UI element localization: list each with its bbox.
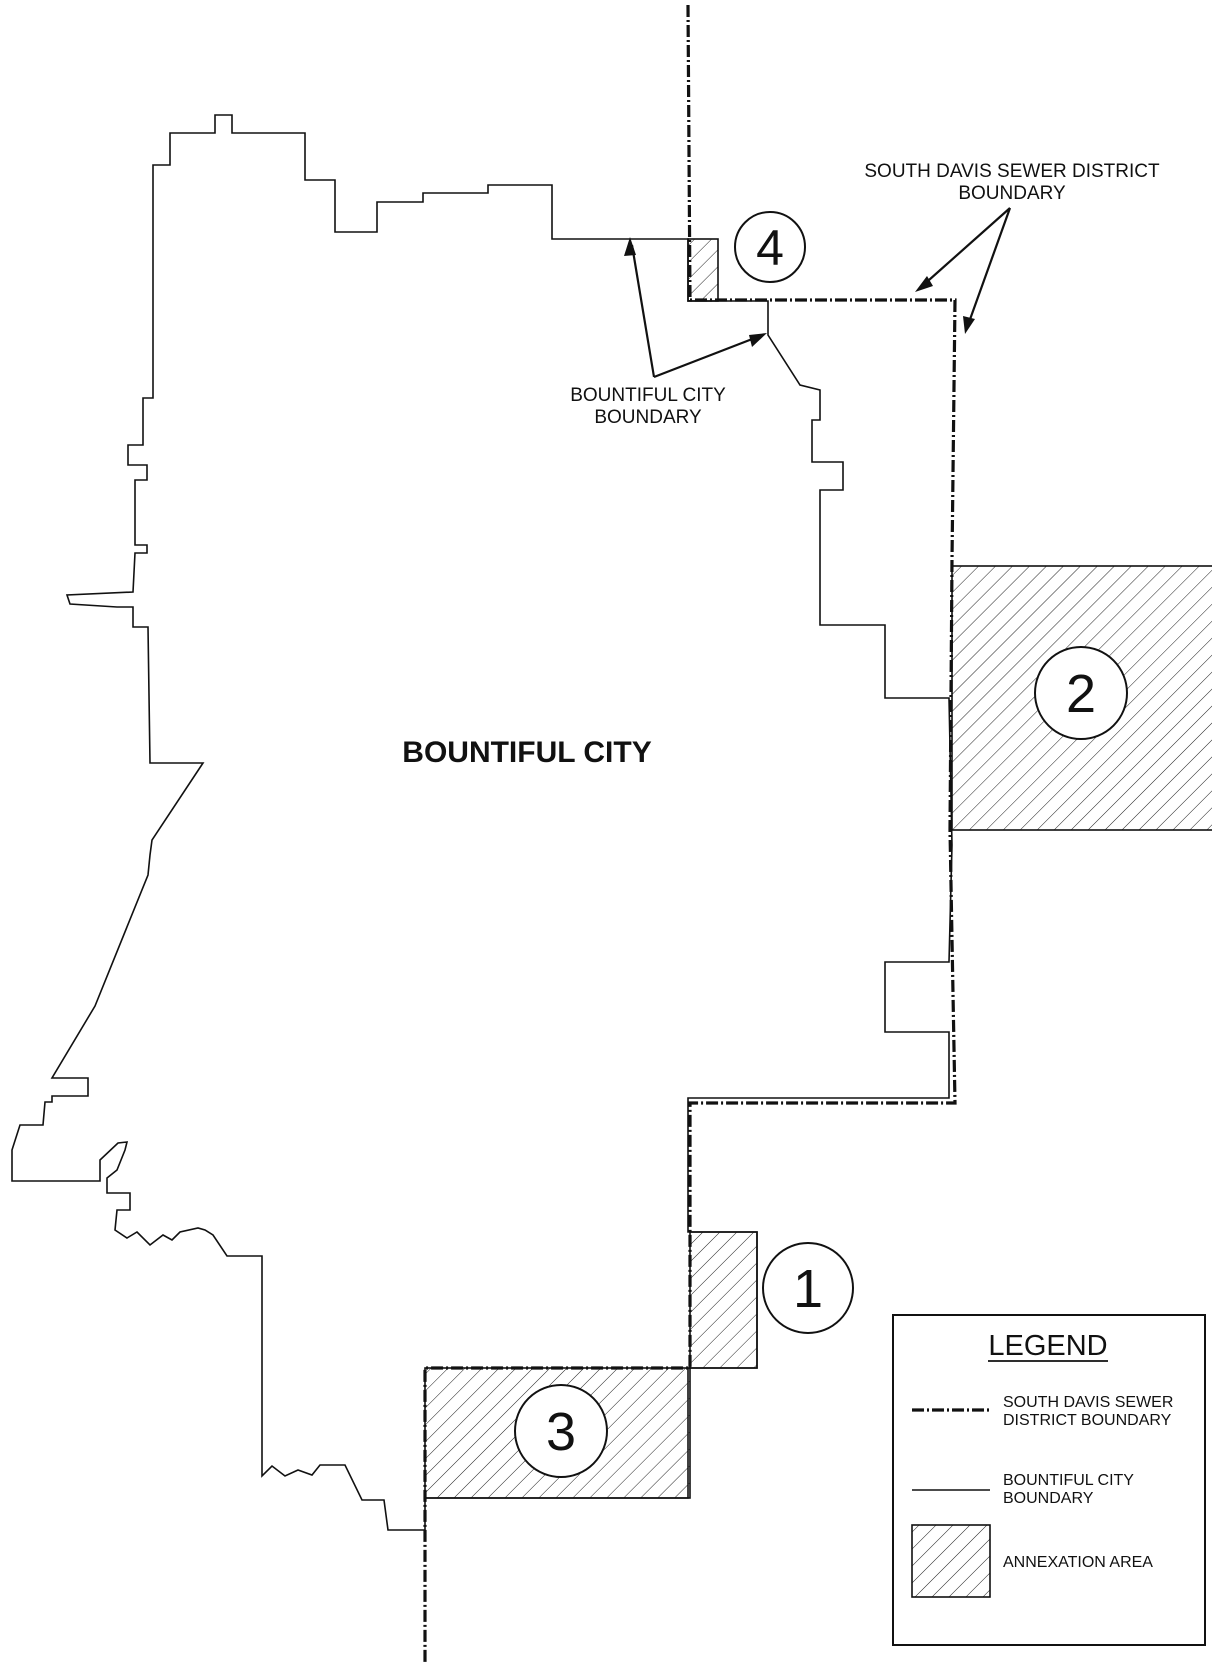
legend-city-label-line1: BOUNTIFUL CITY: [1003, 1472, 1134, 1489]
area-callout-1: 1: [762, 1242, 854, 1334]
legend-title: LEGEND: [988, 1330, 1107, 1362]
sewer-district-boundary: [423, 4, 957, 1663]
area-callout-2: 2: [1034, 646, 1128, 740]
area-callout-3: 3: [514, 1384, 608, 1478]
city-boundary-label-line1: BOUNTIFUL CITY: [570, 385, 726, 406]
annexation-area-1: [689, 1231, 758, 1369]
leader-arrows: [624, 207, 1012, 379]
area-callout-4: 4: [734, 211, 806, 283]
legend-annexation-swatch: [911, 1524, 991, 1598]
sewer-boundary-label-line2: BOUNDARY: [958, 183, 1066, 204]
bountiful-city-boundary: [11, 114, 953, 1531]
sewer-boundary-label-line1: SOUTH DAVIS SEWER DISTRICT: [864, 161, 1160, 182]
city-name-label: BOUNTIFUL CITY: [402, 736, 651, 769]
legend: LEGEND SOUTH DAVIS SEWER DISTRICT BOUNDA…: [892, 1314, 1206, 1646]
annexation-area-4: [687, 238, 719, 302]
legend-sewer-label-line1: SOUTH DAVIS SEWER: [1003, 1394, 1173, 1411]
svg-text:2: 2: [1066, 664, 1096, 724]
svg-text:1: 1: [793, 1259, 823, 1319]
legend-sewer-label-line2: DISTRICT BOUNDARY: [1003, 1412, 1172, 1429]
city-boundary-label-line2: BOUNDARY: [594, 407, 702, 428]
svg-text:4: 4: [756, 220, 784, 276]
svg-text:3: 3: [546, 1402, 576, 1462]
legend-annexation-label: ANNEXATION AREA: [1003, 1554, 1153, 1571]
legend-city-label-line2: BOUNDARY: [1003, 1490, 1094, 1507]
